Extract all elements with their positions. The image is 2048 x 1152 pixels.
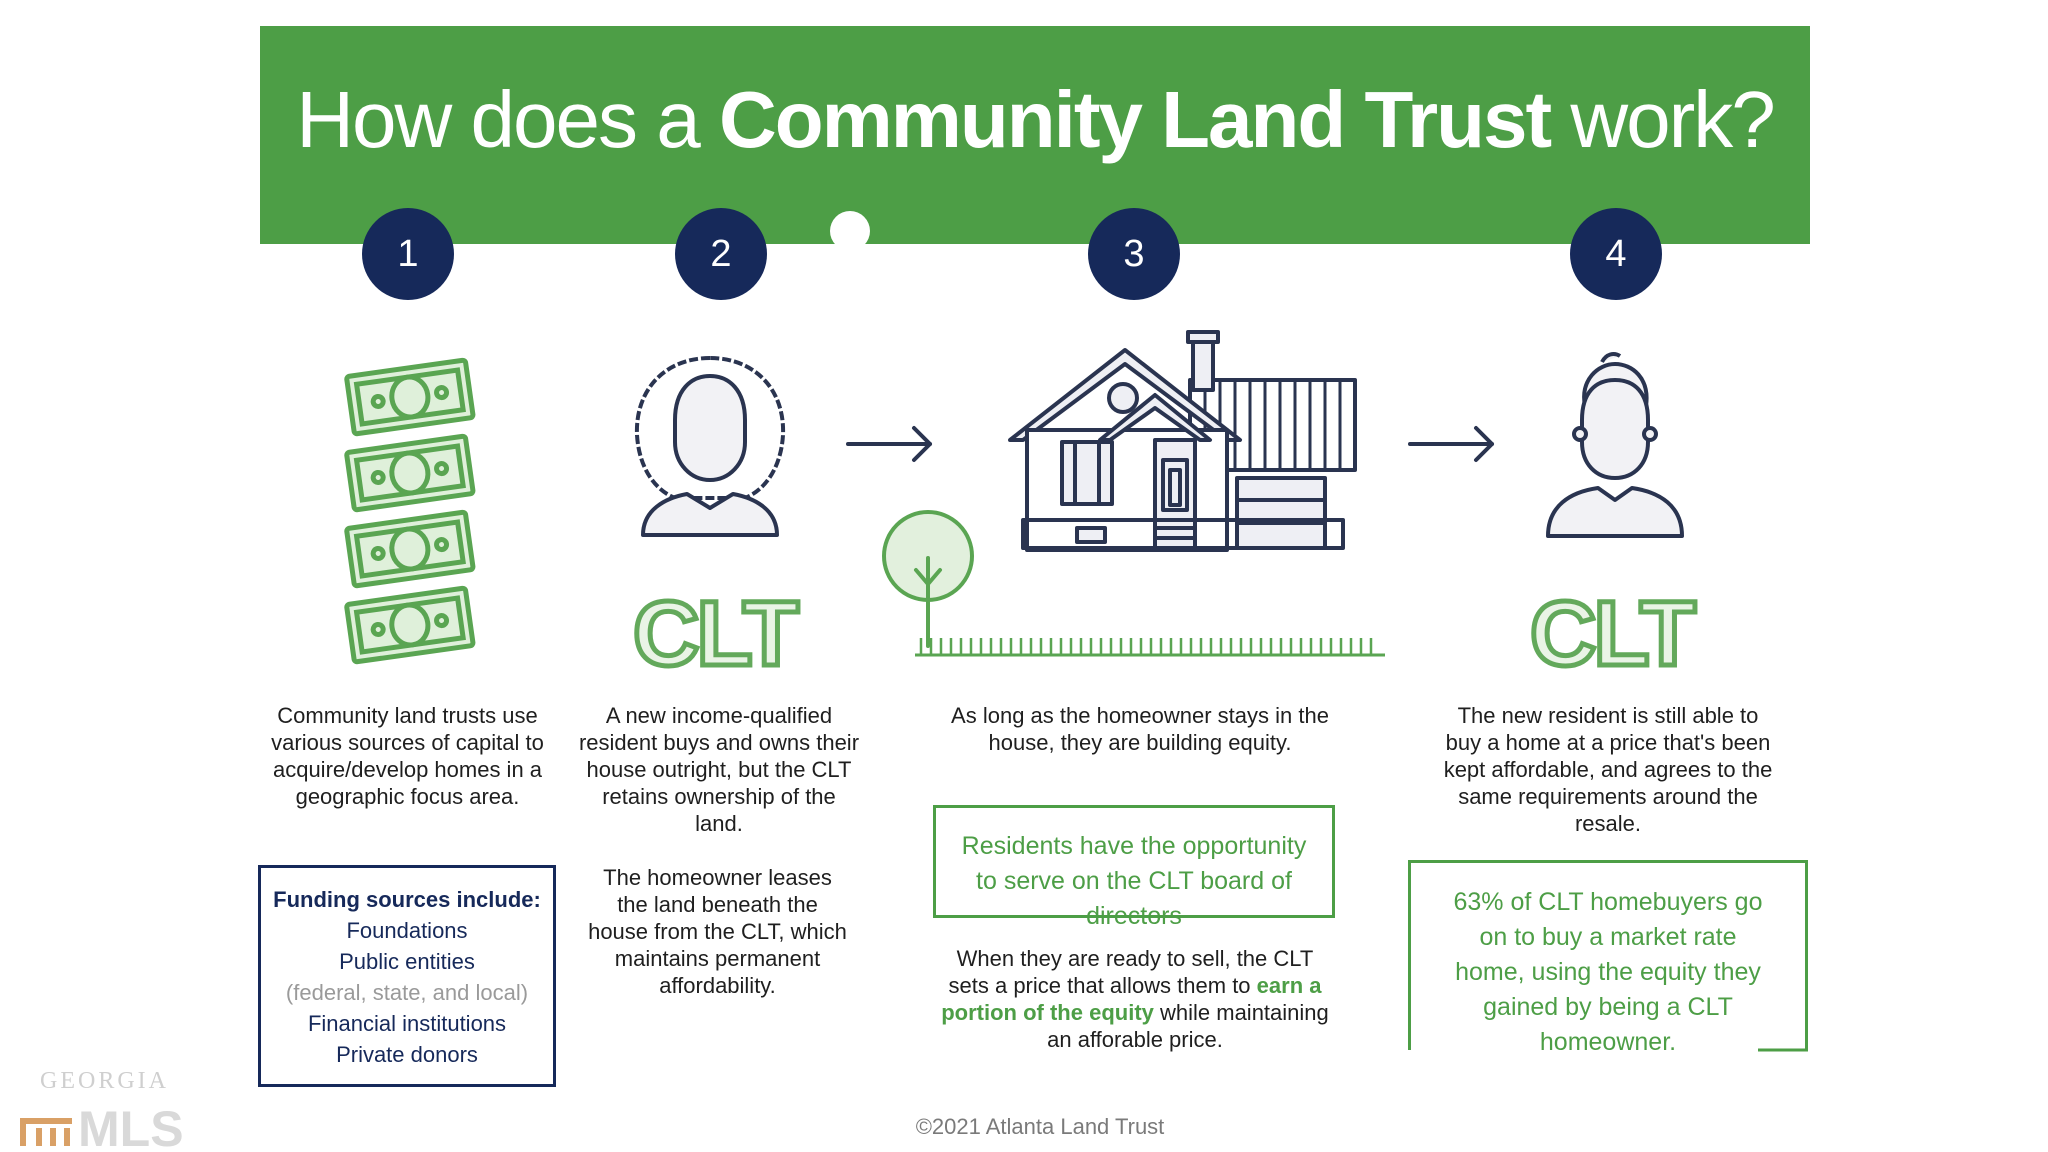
step1-description: Community land trusts use various source… [271, 703, 544, 809]
svg-text:MLS: MLS [78, 1101, 184, 1152]
arrow-right-icon [1408, 426, 1494, 462]
man-avatar-icon [1546, 352, 1684, 538]
equity-highlight: earn a portion of the equity [941, 973, 1322, 1025]
step3-description: As long as the homeowner stays in the ho… [951, 703, 1329, 755]
woman-avatar-icon [634, 356, 786, 537]
step2-description: A new income-qualified resident buys and… [578, 703, 860, 836]
copyright-text: ©2021 Atlanta Land Trust [915, 1114, 1165, 1139]
funding-item: Public entities [339, 949, 475, 974]
title-suffix: work? [1550, 75, 1775, 164]
sell-text-post: while maintaining an afforable price. [1047, 1000, 1329, 1052]
clt-label-step2: CLT [630, 581, 801, 688]
step-number-1: 1 [362, 208, 454, 300]
funding-item: Financial institutions [307, 1011, 507, 1036]
step2-description-lease: The homeowner leases the land beneath th… [588, 865, 847, 998]
tree-icon [882, 510, 974, 648]
title-bold: Community Land Trust [718, 75, 1552, 164]
svg-text:GEORGIA: GEORGIA [40, 1068, 169, 1094]
funding-heading: Funding sources include: [273, 887, 541, 912]
step4-description: The new resident is still able to buy a … [1443, 703, 1773, 836]
decorative-dot [830, 211, 870, 251]
grass-icon [915, 638, 1385, 657]
house-icon [1008, 330, 1357, 552]
funding-item-note: (federal, state, and local) [285, 980, 529, 1005]
funding-item: Foundations [346, 918, 468, 943]
step-number-2: 2 [675, 208, 767, 300]
step-number-4: 4 [1570, 208, 1662, 300]
sell-text-pre: When they are ready to sell, the CLT set… [948, 946, 1314, 998]
arrow-right-icon [846, 426, 932, 462]
board-callout: Residents have the opportunity to serve … [933, 805, 1335, 930]
equity-callout: 63% of CLT homebuyers go on to buy a mar… [1408, 860, 1808, 1056]
title-banner [260, 26, 1810, 244]
clt-label-step4: CLT [1527, 581, 1698, 688]
funding-item: Private donors [336, 1042, 478, 1067]
georgia-mls-logo: GEORGIA MLS [20, 1068, 184, 1152]
money-stack-icon [344, 357, 476, 665]
page-title: How does a Community Land Trust work? [260, 70, 1810, 170]
title-prefix: How does a [296, 75, 719, 164]
step3-sell-description: When they are ready to sell, the CLT set… [940, 945, 1330, 1053]
funding-sources-box: Funding sources include: Foundations Pub… [258, 865, 556, 1087]
step-number-3: 3 [1088, 208, 1180, 300]
callout-corner [1758, 1048, 1808, 1052]
